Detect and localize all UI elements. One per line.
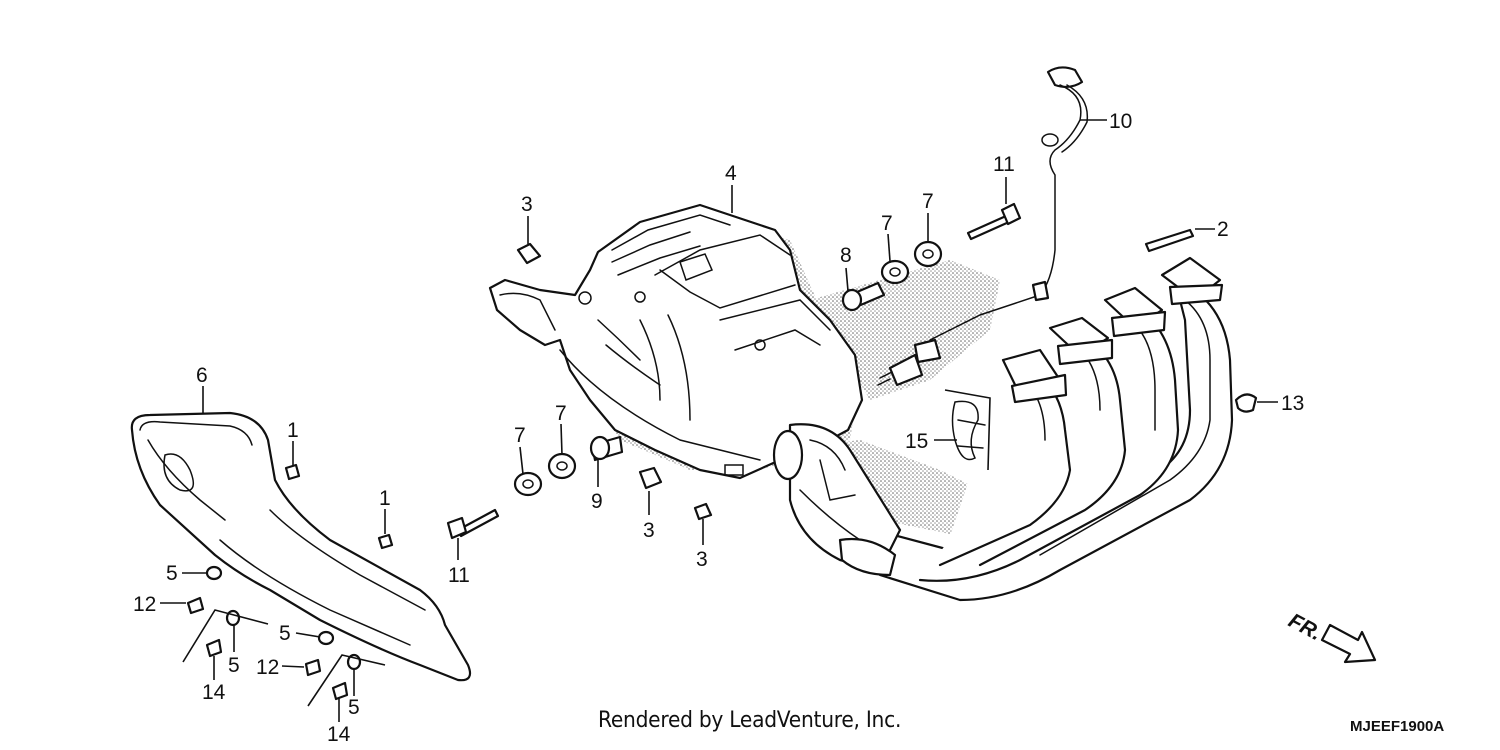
callout-15: 15 [905,430,928,453]
grommet-part [513,240,943,497]
callout-7-top-left: 7 [881,212,893,235]
clip-part [284,463,394,550]
figure-code: MJEEF1900A [1350,718,1445,735]
callout-6: 6 [196,364,208,387]
bolt-part [446,202,1022,540]
callout-3-middle: 3 [643,519,655,542]
clip-13-part [1234,393,1258,413]
callout-5-left-lower: 5 [228,654,240,677]
callout-12-left: 12 [133,593,156,616]
connector-pipe-part [772,423,902,577]
nut-part [516,242,713,521]
callout-9: 9 [591,490,603,513]
exhaust-pipes-part [858,256,1234,602]
callout-8: 8 [840,244,852,267]
front-direction-arrow: FR. [1285,609,1377,664]
callout-4: 4 [725,162,737,185]
callout-10: 10 [1109,110,1132,133]
callout-14-left: 14 [202,681,226,704]
callout-2: 2 [1217,218,1229,241]
callout-5-right-lower: 5 [348,696,360,719]
heat-shield-part [130,411,472,682]
callout-3-top: 3 [521,193,533,216]
callout-7-top-right: 7 [922,190,934,213]
callout-3-bottom: 3 [696,548,708,571]
callout-5-upper: 5 [166,562,178,585]
callout-11-top: 11 [993,153,1015,176]
pin-part [1144,228,1195,253]
front-direction-label: FR. [1285,609,1326,645]
collar-part [589,281,886,462]
callout-11-bottom: 11 [448,564,470,587]
clamp-part [944,389,991,471]
callout-5-right-upper: 5 [279,622,291,645]
callout-1-upper: 1 [287,419,299,442]
callout-12-right: 12 [256,656,279,679]
callout-7-bottom-left: 7 [514,424,526,447]
muffler-part [488,203,864,480]
callout-14-right: 14 [327,723,351,746]
screw-part-14 [182,609,386,707]
credit-text: Rendered by LeadVenture, Inc. [598,708,902,733]
o2-sensor-part [877,66,1089,387]
callout-7-bottom-right: 7 [555,402,567,425]
screw-part [186,596,322,677]
callout-13: 13 [1281,392,1304,415]
leader-lines [160,119,1278,722]
callout-1-lower: 1 [379,487,391,510]
